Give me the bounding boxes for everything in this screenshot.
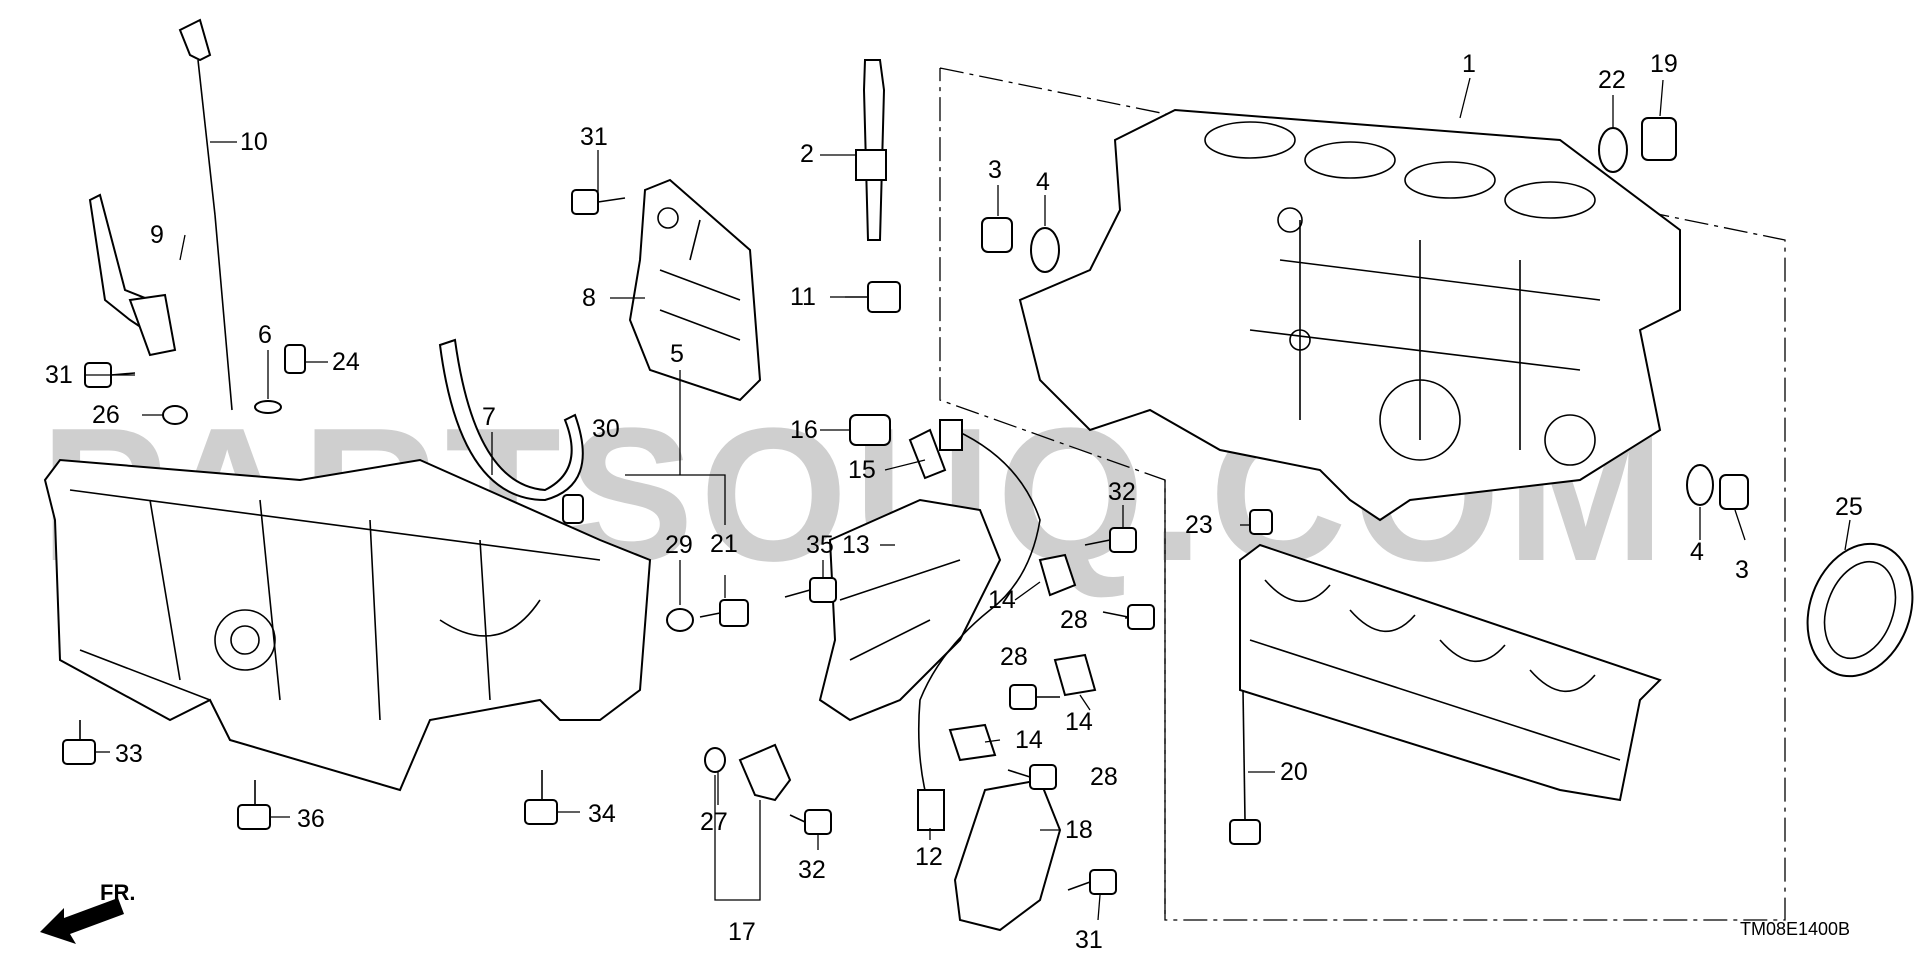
plug-bolt[interactable]	[1641, 117, 1677, 161]
callout-10[interactable]: 10	[240, 128, 268, 156]
baffle-plate[interactable]	[628, 178, 762, 402]
dowel-pin-24[interactable]	[284, 344, 306, 374]
callout-16[interactable]: 16	[790, 416, 818, 444]
callout-15[interactable]: 15	[848, 456, 876, 484]
dowel-pin-30[interactable]	[562, 494, 584, 524]
harness-clamp-14b[interactable]	[1053, 653, 1097, 697]
crank-oil-seal[interactable]	[1790, 529, 1920, 691]
callout-35[interactable]: 35	[806, 531, 834, 559]
callout-14-right[interactable]: 14	[1065, 708, 1093, 736]
callout-18[interactable]: 18	[1065, 816, 1093, 844]
front-direction-arrow: FR.	[40, 880, 135, 944]
callout-34[interactable]: 34	[588, 800, 616, 828]
plug-3-upper[interactable]	[981, 217, 1013, 253]
o-ring-27[interactable]	[704, 747, 726, 773]
harness-clamp-14a[interactable]	[1038, 553, 1077, 597]
callout-19[interactable]: 19	[1650, 50, 1678, 78]
callout-25[interactable]: 25	[1835, 493, 1863, 521]
o-ring-6[interactable]	[254, 400, 282, 414]
callout-8[interactable]: 8	[582, 284, 596, 312]
bolt-31-lower[interactable]	[1067, 869, 1117, 895]
callout-3-upper[interactable]: 3	[988, 156, 1002, 184]
harness-cover[interactable]	[953, 778, 1062, 932]
callout-3-lower[interactable]: 3	[1735, 556, 1749, 584]
callout-28-middle[interactable]: 28	[1000, 643, 1028, 671]
callout-9[interactable]: 9	[150, 221, 164, 249]
front-direction-label: FR.	[100, 880, 135, 905]
callout-7[interactable]: 7	[482, 403, 496, 431]
diagram-code: TM08E1400B	[1740, 919, 1850, 939]
bearing-cap-frame[interactable]	[1239, 543, 1662, 802]
callout-4-upper[interactable]: 4	[1036, 168, 1050, 196]
callout-32-upper[interactable]: 32	[1108, 478, 1136, 506]
washer-4-upper[interactable]	[1030, 227, 1060, 273]
dowel-pin-23[interactable]	[1249, 509, 1273, 535]
bolt-28c[interactable]	[1007, 764, 1057, 790]
callout-5[interactable]: 5	[670, 340, 684, 368]
crank-seal-retainer[interactable]	[438, 338, 584, 502]
harness-clip-15[interactable]	[908, 428, 947, 480]
callout-2[interactable]: 2	[800, 140, 814, 168]
bolt-33[interactable]	[62, 720, 96, 765]
callout-29[interactable]: 29	[665, 531, 693, 559]
oil-jet[interactable]	[855, 59, 887, 241]
sensor-harness[interactable]	[917, 419, 1041, 831]
callout-14-lower[interactable]: 14	[1015, 726, 1043, 754]
callout-24[interactable]: 24	[332, 348, 360, 376]
cylinder-block[interactable]	[1018, 108, 1681, 522]
callout-32-lower[interactable]: 32	[798, 856, 826, 884]
washer-29[interactable]	[666, 608, 694, 632]
callout-26[interactable]: 26	[92, 401, 120, 429]
knock-sensor[interactable]	[849, 414, 891, 446]
callout-31-left[interactable]: 31	[45, 361, 73, 389]
bolt-34[interactable]	[524, 770, 558, 825]
callout-17[interactable]: 17	[728, 918, 756, 946]
sealing-washer-22[interactable]	[1598, 127, 1628, 173]
bolt-21[interactable]	[699, 599, 749, 627]
callout-14-upper[interactable]: 14	[988, 586, 1016, 614]
bolt-32-upper[interactable]	[1084, 527, 1137, 553]
washer-26[interactable]	[162, 405, 188, 425]
callout-13[interactable]: 13	[842, 531, 870, 559]
callout-20[interactable]: 20	[1280, 758, 1308, 786]
washer-4-lower[interactable]	[1686, 464, 1714, 506]
harness-clamp-14c[interactable]	[948, 723, 997, 762]
assembly-boundary	[939, 67, 1786, 921]
callout-1[interactable]: 1	[1462, 50, 1476, 78]
bolt-20[interactable]	[1229, 689, 1261, 845]
sensor-cover[interactable]	[818, 498, 1002, 722]
dipstick-tube[interactable]	[88, 193, 177, 357]
callout-22[interactable]: 22	[1598, 66, 1626, 94]
oil-pressure-switch[interactable]	[845, 281, 901, 313]
callout-12[interactable]: 12	[915, 843, 943, 871]
leader-lines	[85, 77, 1851, 921]
callout-23[interactable]: 23	[1185, 511, 1213, 539]
oil-dipstick[interactable]	[178, 18, 233, 411]
callout-4-lower[interactable]: 4	[1690, 538, 1704, 566]
callout-labels: 1 2 3 3 4 4 5 6 7 8 9 10 11 12 13 14 14 …	[45, 50, 1863, 954]
oil-pan[interactable]	[43, 458, 652, 792]
crank-position-sensor[interactable]	[738, 743, 792, 802]
callout-31-upper[interactable]: 31	[580, 123, 608, 151]
callout-30[interactable]: 30	[592, 415, 620, 443]
callout-21[interactable]: 21	[710, 530, 738, 558]
bolt-28b[interactable]	[1009, 684, 1060, 710]
bolt-32-lower[interactable]	[789, 809, 832, 835]
plug-3-lower[interactable]	[1719, 474, 1749, 510]
callout-11[interactable]: 11	[790, 283, 816, 311]
callout-33[interactable]: 33	[115, 740, 143, 768]
callout-27[interactable]: 27	[700, 808, 728, 836]
callout-28-upper[interactable]: 28	[1060, 606, 1088, 634]
callout-31-lower[interactable]: 31	[1075, 926, 1103, 954]
callout-28-lower[interactable]: 28	[1090, 763, 1118, 791]
callout-6[interactable]: 6	[258, 321, 272, 349]
callout-36[interactable]: 36	[297, 805, 325, 833]
bolt-28a[interactable]	[1102, 604, 1155, 630]
bolt-36[interactable]	[237, 780, 271, 830]
